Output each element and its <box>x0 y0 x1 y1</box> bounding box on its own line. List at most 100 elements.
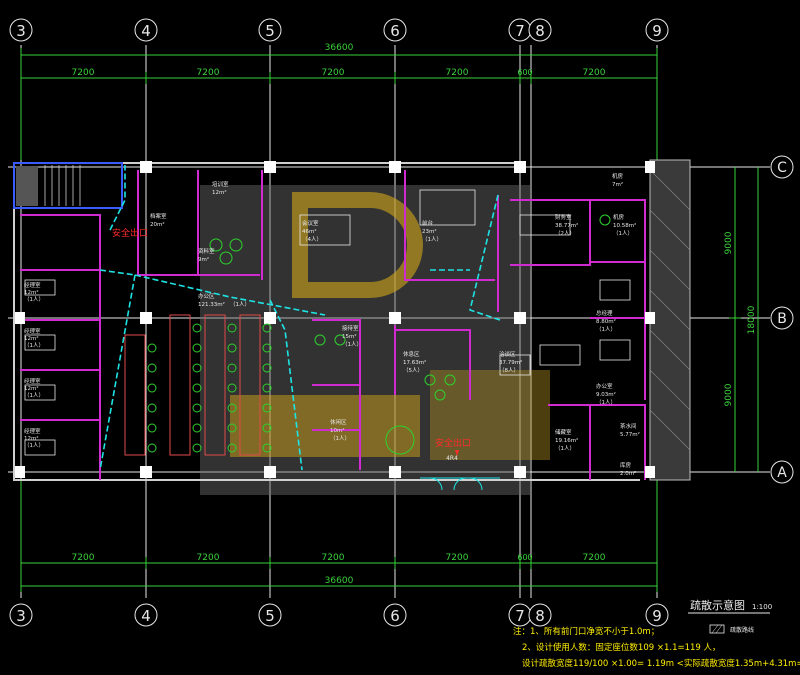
bay-dimension-bottom: 7200 <box>72 553 95 563</box>
svg-text:（1人）: （1人） <box>24 342 44 349</box>
svg-text:经理室: 经理室 <box>24 281 41 289</box>
svg-text:12m²: 12m² <box>24 385 39 392</box>
dimension-texts: 36600 7200 7200 7200 7200 600 7200 7200 … <box>72 43 757 586</box>
vertical-bay-dimension: 9000 <box>724 231 734 254</box>
svg-text:库房: 库房 <box>620 461 632 469</box>
svg-text:17.63m²: 17.63m² <box>403 359 426 366</box>
svg-text:12m²: 12m² <box>24 289 39 296</box>
axis-letter: A <box>777 465 787 481</box>
axis-number: 5 <box>265 22 275 40</box>
svg-text:（1人）: （1人） <box>24 296 44 303</box>
svg-text:接待室: 接待室 <box>342 324 359 332</box>
svg-text:档案室: 档案室 <box>150 212 167 220</box>
bay-dimension-top: 7200 <box>322 68 345 78</box>
curtain-wall <box>649 159 691 481</box>
axis-bubbles-bottom <box>9 603 669 627</box>
svg-text:15m²: 15m² <box>342 333 357 340</box>
svg-text:38.77m²: 38.77m² <box>555 222 578 229</box>
svg-text:（1人）: （1人） <box>422 236 442 243</box>
svg-text:46m²: 46m² <box>302 228 317 235</box>
svg-text:（1人）: （1人） <box>613 230 633 237</box>
overall-dimension-bottom: 36600 <box>325 576 354 586</box>
svg-text:（1人）: （1人） <box>24 442 44 449</box>
svg-text:9m²: 9m² <box>198 256 209 263</box>
axis-number: 7 <box>515 22 525 40</box>
axis-number: 9 <box>652 22 662 40</box>
svg-text:经理室: 经理室 <box>24 377 41 385</box>
svg-text:10.58m²: 10.58m² <box>613 222 636 229</box>
bay-dimension-top: 7200 <box>446 68 469 78</box>
svg-text:会议室: 会议室 <box>302 219 319 227</box>
svg-text:2.0m²: 2.0m² <box>620 470 636 477</box>
axis-labels-right: C B A <box>777 160 787 481</box>
svg-text:储藏室: 储藏室 <box>555 428 572 436</box>
svg-text:37.79m²: 37.79m² <box>499 359 522 366</box>
svg-text:财务室: 财务室 <box>555 213 572 221</box>
bay-dimension-bottom: 7200 <box>197 553 220 563</box>
axis-letter: C <box>777 160 787 176</box>
svg-text:（5人）: （5人） <box>403 367 423 374</box>
axis-bubbles-top <box>9 18 669 42</box>
axis-number: 6 <box>390 22 400 40</box>
bay-dimension-bottom: 600 <box>517 553 532 562</box>
axis-number: 9 <box>652 607 662 625</box>
axis-bubbles-right <box>770 155 794 484</box>
axis-letter: B <box>777 311 787 327</box>
svg-text:（1人）: （1人） <box>596 326 616 333</box>
bay-dimension-bottom: 7200 <box>322 553 345 563</box>
exit-arrow-icon <box>455 450 459 456</box>
svg-text:经理室: 经理室 <box>24 427 41 435</box>
dimension-lines-bottom <box>20 480 658 592</box>
exit-label: 安全出口 <box>112 227 148 239</box>
svg-text:10m²: 10m² <box>330 427 345 434</box>
notes: 注：1、所有前门口净宽不小于1.0m； 2、设计使用人数：固定座位数109 ×1… <box>513 626 800 669</box>
staircase <box>13 162 123 209</box>
bay-dimension-bottom: 7200 <box>583 553 606 563</box>
legend-hatch <box>711 624 723 634</box>
svg-text:20m²: 20m² <box>150 221 165 228</box>
exit-label: 安全出口 <box>435 437 471 449</box>
svg-text:前台: 前台 <box>422 219 434 227</box>
svg-text:办公区: 办公区 <box>198 292 215 300</box>
overall-dimension-top: 36600 <box>325 43 354 53</box>
svg-text:茶水间: 茶水间 <box>620 422 637 430</box>
axis-number: 8 <box>535 607 545 625</box>
columns <box>15 161 655 478</box>
vertical-total-dimension: 18000 <box>747 305 757 334</box>
drawing-scale: 1:100 <box>752 603 772 611</box>
svg-text:121.33m²: 121.33m² <box>198 301 225 308</box>
note-line: 注：1、所有前门口净宽不小于1.0m； <box>513 626 659 637</box>
bay-dimension-top: 7200 <box>583 68 606 78</box>
stair-hatch <box>16 166 38 206</box>
svg-text:8.80m²: 8.80m² <box>596 318 616 325</box>
axis-labels-top: 3 4 5 6 7 8 9 <box>16 22 662 40</box>
svg-text:（8人）: （8人） <box>499 367 519 374</box>
drawing-title: 疏散示意图 <box>690 598 745 612</box>
door-label: 4R4 <box>446 455 458 462</box>
svg-text:12m²: 12m² <box>212 189 227 196</box>
svg-text:资料室: 资料室 <box>198 247 215 255</box>
svg-text:（1人）: （1人） <box>24 392 44 399</box>
workstations <box>24 189 631 456</box>
axis-number: 6 <box>390 607 400 625</box>
axis-number: 3 <box>16 607 26 625</box>
axis-number: 8 <box>535 22 545 40</box>
axis-number: 4 <box>141 607 151 625</box>
vertical-bay-dimension: 9000 <box>724 383 734 406</box>
bay-dimension-top: 7200 <box>72 68 95 78</box>
